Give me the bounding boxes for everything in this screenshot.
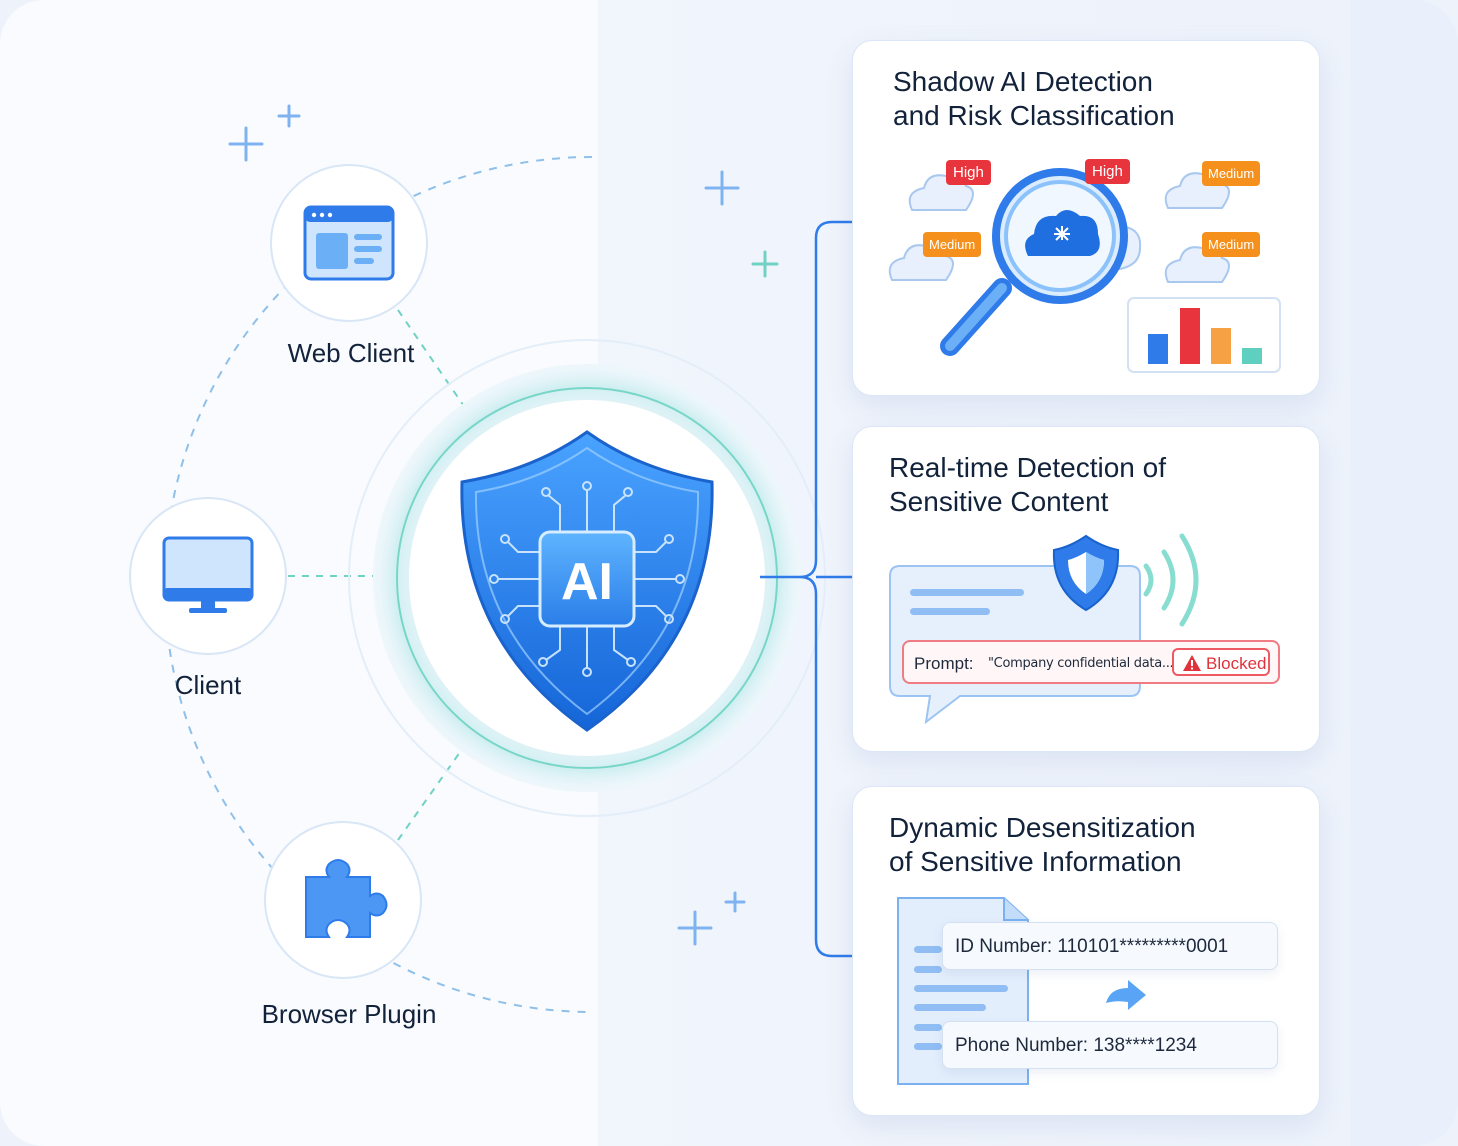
node-web-client-circle [270,164,428,322]
sparkle-decor [228,104,746,946]
card-title-line: Real-time Detection of [889,452,1167,483]
ai-chip-text: AI [561,553,613,611]
id-number-field: ID Number: 110101*********0001 [942,922,1278,970]
monitor-icon [162,536,254,613]
phone-number-text: Phone Number: 138****1234 [955,1035,1197,1056]
card-title-line: Sensitive Content [889,486,1109,517]
risk-badge-medium: Medium [1202,161,1261,186]
risk-badge-medium: Medium [1202,232,1261,257]
node-browser-plugin-circle [264,821,422,979]
browser-plugin-label: Browser Plugin [261,999,437,1029]
card-title: Dynamic Desensitization of Sensitive Inf… [889,811,1289,879]
card-title: Shadow AI Detection and Risk Classificat… [893,65,1293,133]
risk-badge-medium: Medium [923,232,982,257]
browser-window-icon [303,205,395,281]
prompt-text: "Company confidential data..." [988,656,1180,671]
warning-icon [1183,655,1201,671]
blocked-badge: Blocked [1172,648,1270,676]
spoke-browser-plugin [397,737,471,841]
card-realtime-detection: Real-time Detection of Sensitive Content [852,426,1320,752]
card-title-line: Dynamic Desensitization [889,812,1196,843]
id-number-text: ID Number: 110101*********0001 [955,936,1229,957]
node-client-circle [129,497,287,655]
card-title: Real-time Detection of Sensitive Content [889,451,1289,519]
card-title-line: Shadow AI Detection [893,66,1153,97]
web-client-label: Web Client [287,338,415,368]
client-label: Client [174,670,242,700]
card-title-line: and Risk Classification [893,100,1175,131]
risk-badge-high: High [946,160,991,185]
risk-badge-high: High [1085,159,1130,184]
spoke-web-client [397,309,469,413]
phone-number-field: Phone Number: 138****1234 [942,1021,1278,1069]
puzzle-piece-icon [305,859,388,938]
bracket-connector [760,220,852,958]
blocked-label: Blocked [1206,654,1267,673]
card-shadow-ai: Shadow AI Detection and Risk Classificat… [852,40,1320,396]
ai-chip [538,530,636,628]
background-strip [1350,0,1458,1146]
prompt-label: Prompt: [914,654,974,673]
ai-shield-icon: AI [460,430,714,732]
prompt-bar: Prompt: "Company confidential data..." B… [902,640,1280,684]
card-title-line: of Sensitive Information [889,846,1182,877]
